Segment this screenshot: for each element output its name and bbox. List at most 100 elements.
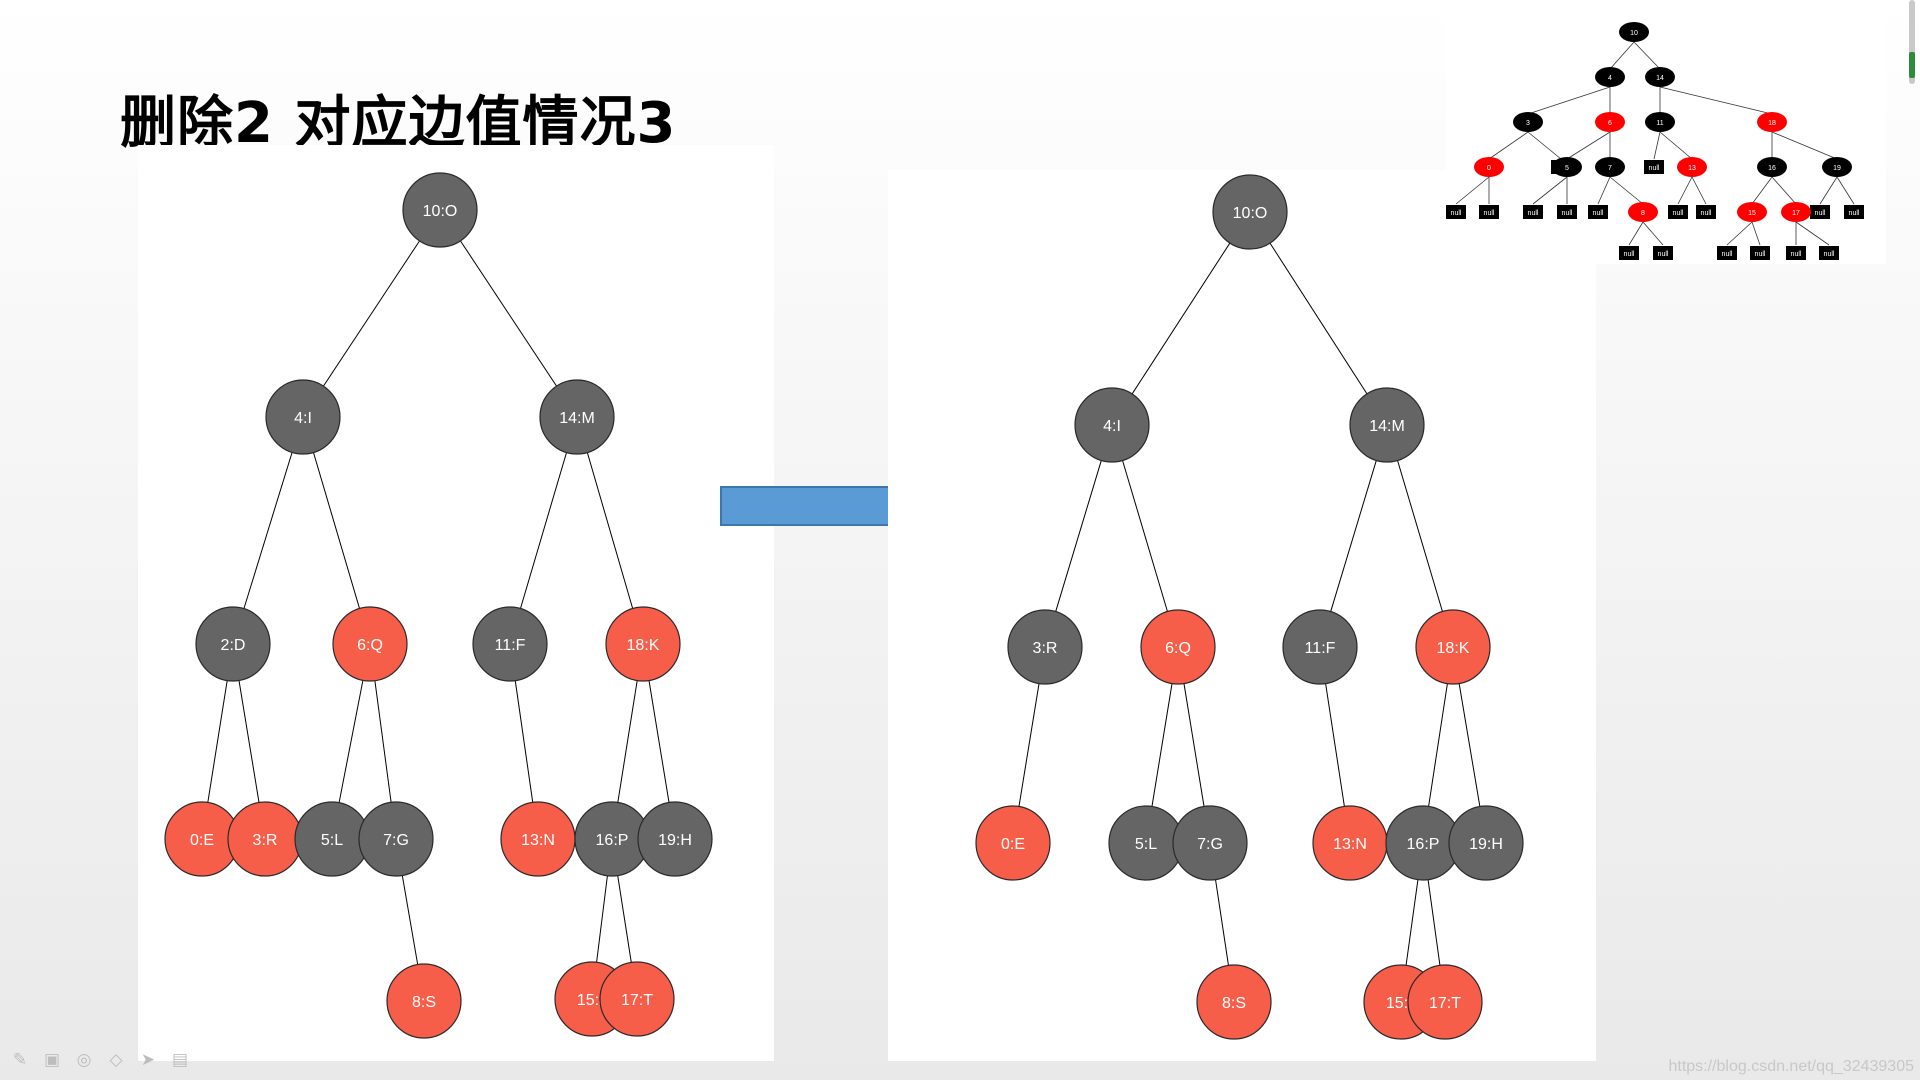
tree-node: 19:H bbox=[1448, 805, 1524, 881]
thumb-null-label: null bbox=[1658, 251, 1669, 258]
node-circle bbox=[265, 379, 341, 455]
thumb-null-label: null bbox=[1649, 165, 1660, 172]
thumb-null-label: null bbox=[1815, 210, 1826, 217]
thumb-null-leaf: null bbox=[1446, 205, 1466, 219]
thumb-node-label: 15 bbox=[1748, 210, 1756, 217]
edge-m16-m15 bbox=[1405, 879, 1419, 966]
tree-node: 0:E bbox=[164, 801, 240, 877]
thumb-edge bbox=[1532, 176, 1568, 205]
node-label: 2:D bbox=[221, 637, 246, 654]
tree-node: 5:L bbox=[1108, 805, 1184, 881]
node-circle bbox=[1172, 805, 1248, 881]
node-circle bbox=[386, 963, 462, 1039]
thumb-edge bbox=[1677, 176, 1693, 205]
thumb-edge bbox=[1819, 176, 1838, 205]
node-label: 8:S bbox=[412, 994, 436, 1011]
node-circle bbox=[402, 172, 478, 248]
thumb-node-label: 14 bbox=[1656, 75, 1664, 82]
edge-m18-m19 bbox=[1458, 683, 1481, 807]
thumb-edge bbox=[1751, 221, 1761, 246]
tree-node: 4:I bbox=[265, 379, 341, 455]
edge-m3-m0 bbox=[1018, 683, 1040, 807]
node-label: 7:G bbox=[1197, 836, 1223, 853]
node-circle bbox=[1349, 387, 1425, 463]
node-label: 13:N bbox=[1333, 836, 1367, 853]
thumb-node-label: 8 bbox=[1641, 210, 1645, 217]
edge-m11-m13 bbox=[1325, 683, 1345, 807]
node-label: 17:T bbox=[621, 992, 653, 1009]
node-circle bbox=[975, 805, 1051, 881]
edge-n6-n5 bbox=[338, 680, 364, 803]
node-label: 7:G bbox=[383, 832, 409, 849]
node-label: 5:L bbox=[321, 832, 343, 849]
tree-node: 8:S bbox=[386, 963, 462, 1039]
edge-n16-n15 bbox=[596, 875, 608, 963]
thumb-edge bbox=[1653, 131, 1661, 160]
node-circle bbox=[1140, 609, 1216, 685]
node-circle bbox=[1212, 174, 1288, 250]
thumb-node-label: 19 bbox=[1833, 165, 1841, 172]
thumb-edge bbox=[1455, 176, 1490, 205]
thumb-null-leaf: null bbox=[1786, 246, 1806, 260]
thumb-null-leaf: null bbox=[1750, 246, 1770, 260]
thumb-node: 6 bbox=[1595, 112, 1625, 132]
pen-icon[interactable]: ✎ bbox=[12, 1050, 28, 1070]
thumb-null-leaf: null bbox=[1557, 205, 1577, 219]
thumb-node: 19 bbox=[1822, 157, 1852, 177]
tree-node: 2:D bbox=[195, 606, 271, 682]
thumb-null-leaf: null bbox=[1696, 205, 1716, 219]
thumb-edges bbox=[1455, 41, 1855, 246]
thumb-node: 0 bbox=[1474, 157, 1504, 177]
edge-n11-n13 bbox=[514, 680, 534, 803]
thumb-null-leaf: null bbox=[1523, 205, 1543, 219]
thumb-node-label: 18 bbox=[1768, 120, 1776, 127]
thumb-edge bbox=[1642, 221, 1664, 246]
node-label: 0:E bbox=[190, 832, 214, 849]
thumb-node: 10 bbox=[1619, 22, 1649, 42]
slides-icon[interactable]: ▣ bbox=[43, 1050, 61, 1070]
thumb-null-label: null bbox=[1722, 251, 1733, 258]
thumb-node-label: 11 bbox=[1656, 120, 1663, 127]
node-label: 11:F bbox=[1305, 640, 1336, 657]
node-label: 16:P bbox=[596, 832, 629, 849]
thumb-edge bbox=[1771, 176, 1797, 205]
thumb-null-label: null bbox=[1824, 251, 1835, 258]
thumb-node-label: 6 bbox=[1608, 120, 1612, 127]
camera-icon[interactable]: ▤ bbox=[171, 1050, 189, 1070]
edge-m14-m18 bbox=[1397, 460, 1443, 612]
pointer-icon[interactable]: ➤ bbox=[140, 1050, 156, 1070]
tree-node: 10:O bbox=[1212, 174, 1288, 250]
thumb-node: 5 bbox=[1552, 157, 1582, 177]
edge-n18-n16 bbox=[617, 680, 638, 803]
zoom-icon[interactable]: ◎ bbox=[76, 1050, 92, 1070]
thumb-node: 11 bbox=[1645, 112, 1675, 132]
edges bbox=[207, 240, 670, 965]
node-label: 14:M bbox=[559, 410, 595, 427]
thumb-null-label: null bbox=[1528, 210, 1539, 217]
node-circle bbox=[1415, 609, 1491, 685]
node-label: 10:O bbox=[423, 203, 458, 220]
tree-node: 4:I bbox=[1074, 387, 1150, 463]
thumb-node-label: 10 bbox=[1630, 30, 1638, 37]
thumb-null-label: null bbox=[1484, 210, 1495, 217]
thumb-node: 17 bbox=[1781, 202, 1811, 222]
tag-icon[interactable]: ◇ bbox=[109, 1050, 123, 1070]
node-label: 19:H bbox=[1469, 836, 1503, 853]
vertical-scrollbar[interactable] bbox=[1906, 0, 1918, 84]
thumb-node: 16 bbox=[1757, 157, 1787, 177]
node-circle bbox=[1407, 964, 1483, 1040]
thumb-node: 3 bbox=[1513, 112, 1543, 132]
tree-node: 10:O bbox=[402, 172, 478, 248]
tree-node: 17:T bbox=[599, 961, 675, 1037]
tree-node: 6:Q bbox=[1140, 609, 1216, 685]
node-label: 4:I bbox=[1103, 418, 1121, 435]
tree-node: 3:R bbox=[227, 801, 303, 877]
tree-node: 18:K bbox=[605, 606, 681, 682]
thumb-null-label: null bbox=[1791, 251, 1802, 258]
node-circle bbox=[358, 801, 434, 877]
thumb-null-label: null bbox=[1562, 210, 1573, 217]
edge-m16-m17 bbox=[1427, 879, 1441, 966]
